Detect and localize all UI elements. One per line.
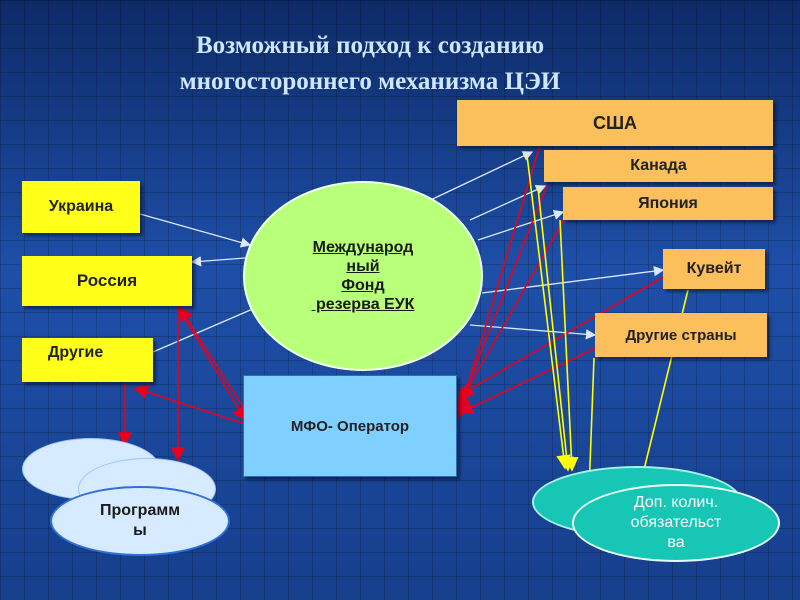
box-ukraine: Украина xyxy=(22,181,140,233)
extra-ellipse-front: Доп. колич. обязательст ва xyxy=(572,484,780,562)
operator-box: МФО- Оператор xyxy=(243,375,457,477)
red-arrow-japan-operator xyxy=(459,217,566,404)
red-arrow-operator-others xyxy=(133,385,246,425)
box-kuwait: Кувейт xyxy=(663,249,765,289)
fund-line-2: ный xyxy=(346,258,380,275)
diagram-title: Возможный подход к созданию многосторонн… xyxy=(110,28,630,100)
extra-line-3: ва xyxy=(667,534,685,551)
connector-fund-russia xyxy=(190,256,246,267)
box-others: Другие xyxy=(22,338,153,382)
box-japan: Япония xyxy=(563,187,773,220)
box-japan-label: Япония xyxy=(638,194,698,212)
fund-line-4: резерва ЕУК xyxy=(311,296,415,313)
red-arrow-usa-operator xyxy=(454,144,541,420)
extra-line-1: Доп. колич. xyxy=(633,494,719,511)
box-ukraine-label: Украина xyxy=(48,198,114,215)
box-canada: Канада xyxy=(544,150,773,182)
title-line-2: многостороннего механизма ЦЭИ xyxy=(179,68,561,95)
red-arrow-canada-operator xyxy=(456,184,548,412)
box-others-label: Другие xyxy=(48,344,104,361)
box-other-countries-label: Другие страны xyxy=(625,326,737,344)
connector-fund-kuwait xyxy=(481,265,665,294)
box-usa: США xyxy=(457,100,773,146)
box-russia: Россия xyxy=(22,256,192,306)
programs-line-2: ы xyxy=(133,522,147,539)
yellow-arrow-canada-extra xyxy=(537,187,574,472)
connector-others-fund xyxy=(152,307,256,353)
red-arrow-other-countries-operator xyxy=(458,344,603,414)
red-arrow-russia-loop xyxy=(179,309,246,422)
fund-ellipse: Международ ный Фонд резерва ЕУК xyxy=(243,181,483,371)
box-russia-label: Россия xyxy=(76,271,138,290)
title-line-1: Возможный подход к созданию xyxy=(195,32,545,59)
programs-line-1: Программ xyxy=(99,502,181,519)
extra-line-2: обязательст xyxy=(630,514,722,531)
connector-ukraine-fund xyxy=(139,213,252,248)
operator-label: МФО- Оператор xyxy=(290,417,410,435)
connector-fund-japan xyxy=(477,209,565,241)
fund-line-1: Международ xyxy=(312,239,414,256)
box-kuwait-label: Кувейт xyxy=(686,260,742,277)
box-other-countries: Другие страны xyxy=(595,313,767,357)
programs-ellipse-front: Программ ы xyxy=(50,486,230,556)
fund-line-3: Фонд xyxy=(341,277,385,294)
red-arrow-operator-russia xyxy=(179,306,246,411)
red-arrow-kuwait-operator xyxy=(458,275,666,396)
yellow-arrow-usa-extra xyxy=(526,154,571,470)
yellow-arrow-japan-extra xyxy=(559,219,579,472)
connector-fund-usa xyxy=(419,151,534,206)
connector-fund-canada xyxy=(469,185,547,221)
box-canada-label: Канада xyxy=(630,157,687,174)
box-usa-label: США xyxy=(592,112,638,133)
